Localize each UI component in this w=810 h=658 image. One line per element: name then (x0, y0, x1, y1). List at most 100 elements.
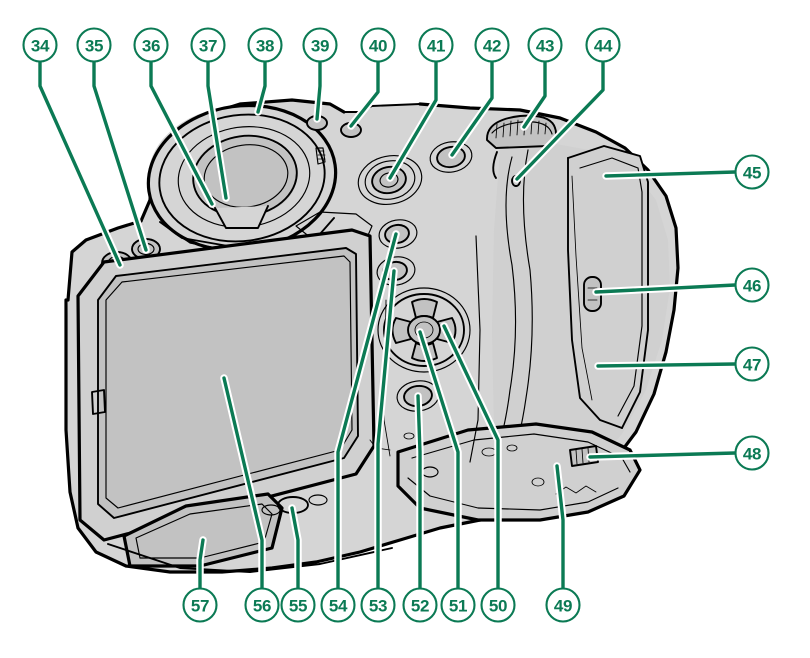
shell-edge-lower (107, 543, 393, 573)
callout-43[interactable]: 43 (527, 27, 563, 63)
leader-lines (36, 58, 739, 592)
mic-hole (403, 432, 415, 440)
callout-51-label: 51 (449, 597, 467, 616)
leader-52 (414, 392, 424, 592)
callout-53-label: 53 (369, 597, 387, 616)
callout-56-label: 56 (253, 597, 271, 616)
callout-56[interactable]: 56 (244, 587, 280, 623)
leader-38 (254, 58, 269, 116)
leader-51 (416, 328, 462, 592)
leader-48 (586, 449, 739, 461)
selector-up[interactable] (412, 299, 437, 318)
callout-48[interactable]: 48 (734, 435, 770, 471)
eyecup-tab-outline (214, 205, 269, 229)
callout-35[interactable]: 35 (76, 27, 112, 63)
grip-contour-1 (493, 156, 517, 463)
eyecup-release-tab (215, 206, 268, 228)
callout-54[interactable]: 54 (320, 587, 356, 623)
callout-36[interactable]: 36 (133, 27, 169, 63)
callout-36-label: 36 (142, 37, 160, 56)
callout-55[interactable]: 55 (280, 587, 316, 623)
callout-57[interactable]: 57 (182, 587, 218, 623)
leader-46 (592, 281, 739, 296)
base-hole-3 (531, 477, 545, 487)
leader-55 (288, 504, 302, 592)
usb-connector (584, 277, 601, 311)
callout-44[interactable]: 44 (585, 27, 621, 63)
selector-center-button[interactable] (408, 316, 440, 344)
callout-47[interactable]: 47 (734, 346, 770, 382)
tilt-hinge-plate (124, 494, 282, 566)
callout-39-label: 39 (311, 37, 329, 56)
lcd-hinge-tab (91, 389, 106, 415)
callout-45-label: 45 (743, 164, 761, 183)
leader-47 (594, 360, 739, 370)
leader-54 (334, 230, 400, 592)
leader-35 (90, 58, 150, 254)
top-plate-buttons (306, 115, 362, 138)
callout-55-label: 55 (289, 597, 307, 616)
leader-53 (374, 267, 398, 592)
connector-cover[interactable] (568, 146, 648, 428)
button-39[interactable] (307, 116, 327, 130)
callout-35-label: 35 (85, 37, 103, 56)
leader-41 (386, 58, 440, 182)
callout-51[interactable]: 51 (440, 587, 476, 623)
connector-cover-assembly (567, 145, 649, 429)
diopter-dial-ridge (317, 150, 326, 160)
callout-57-label: 57 (191, 597, 209, 616)
callout-50[interactable]: 50 (480, 587, 516, 623)
callout-41-label: 41 (427, 37, 445, 56)
diopter-dial (315, 147, 326, 165)
leader-56 (220, 374, 266, 592)
leader-49 (553, 462, 567, 592)
callout-38-label: 38 (256, 37, 274, 56)
callout-52-label: 52 (411, 597, 429, 616)
shell-seam-1 (469, 235, 481, 463)
body-heavy-outline-2 (64, 298, 482, 574)
leader-57 (196, 536, 207, 592)
leader-39 (313, 58, 324, 123)
callout-50-label: 50 (489, 597, 507, 616)
callout-41[interactable]: 41 (418, 27, 454, 63)
callout-39[interactable]: 39 (302, 27, 338, 63)
callout-46-label: 46 (743, 277, 761, 296)
thumb-rest (492, 151, 498, 179)
callout-44-label: 44 (594, 37, 613, 56)
callout-49-label: 49 (554, 597, 572, 616)
callout-34[interactable]: 34 (22, 27, 58, 63)
leader-36 (147, 58, 216, 208)
leader-37 (204, 58, 230, 202)
leader-50 (440, 322, 502, 592)
selector-left[interactable] (392, 318, 412, 343)
button-40[interactable] (341, 123, 361, 137)
callout-37[interactable]: 37 (190, 27, 226, 63)
callout-badges: 34 35 36 37 38 (22, 27, 770, 623)
callout-40[interactable]: 40 (360, 27, 396, 63)
speaker-hole-right (308, 494, 328, 506)
leader-44 (513, 58, 607, 183)
callout-43-label: 43 (536, 37, 554, 56)
callout-49[interactable]: 49 (545, 587, 581, 623)
callout-45[interactable]: 45 (734, 154, 770, 190)
callout-38[interactable]: 38 (247, 27, 283, 63)
leader-45 (602, 168, 739, 180)
body-heavy-outline (66, 219, 143, 302)
callout-42[interactable]: 42 (474, 27, 510, 63)
callout-47-label: 47 (743, 356, 761, 375)
callout-46[interactable]: 46 (734, 267, 770, 303)
callout-34-label: 34 (31, 37, 50, 56)
leader-42 (448, 58, 496, 159)
callout-40-label: 40 (369, 37, 387, 56)
callout-54-label: 54 (329, 597, 348, 616)
callout-52[interactable]: 52 (402, 587, 438, 623)
callout-53[interactable]: 53 (360, 587, 396, 623)
base-hole-2 (506, 444, 518, 452)
leader-34 (36, 58, 124, 269)
callout-48-label: 48 (743, 445, 761, 464)
callout-37-label: 37 (199, 37, 217, 56)
callout-42-label: 42 (483, 37, 501, 56)
leader-43 (520, 58, 549, 131)
